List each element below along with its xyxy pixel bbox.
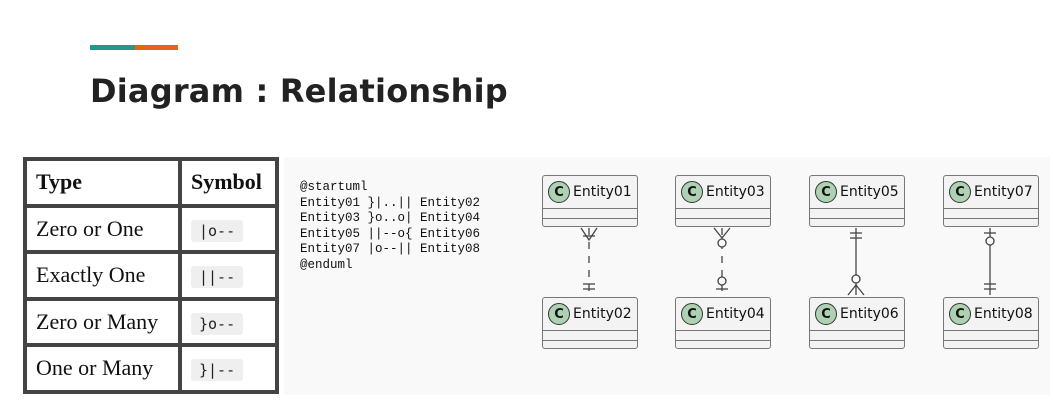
zero-circle-marker: [985, 236, 995, 246]
entity-name: Entity02: [573, 306, 632, 322]
class-c-icon: C: [681, 303, 703, 325]
entity-name: Entity07: [974, 184, 1033, 200]
entity-name: Entity08: [974, 306, 1033, 322]
class-c-icon: C: [548, 181, 570, 203]
plantuml-source: @startuml Entity01 }|..|| Entity02 Entit…: [300, 180, 480, 274]
page-title: Diagram : Relationship: [90, 72, 508, 110]
relationship-symbol-table: Type Symbol Zero or One |o-- Exactly One…: [23, 157, 279, 394]
crowfoot-many-marker: [847, 283, 865, 296]
table-row: Zero or One |o--: [25, 205, 277, 252]
type-cell: Zero or Many: [25, 298, 180, 345]
class-c-icon: C: [548, 303, 570, 325]
symbol-code: }o--: [191, 312, 244, 335]
code-line: Entity01 }|..|| Entity02: [300, 195, 481, 210]
relationship-entity03-entity04: [713, 227, 731, 295]
relationship-entity01-entity02: [580, 227, 598, 295]
relationship-entity05-entity06: [847, 228, 865, 296]
class-c-icon: C: [815, 181, 837, 203]
type-cell: One or Many: [25, 345, 180, 392]
code-line: Entity03 }o..o| Entity04: [300, 211, 481, 226]
class-c-icon: C: [949, 303, 971, 325]
symbol-cell: }o--: [180, 298, 277, 345]
table-row: Exactly One ||--: [25, 252, 277, 299]
relationship-links: [580, 227, 996, 296]
zero-circle-marker: [851, 274, 861, 284]
type-column-header: Type: [25, 159, 180, 206]
entity-name: Entity06: [840, 306, 899, 322]
crowfoot-many-marker: [713, 227, 731, 240]
code-line: @enduml: [300, 257, 353, 272]
type-cell: Zero or One: [25, 205, 180, 252]
code-line: @startuml: [300, 180, 368, 194]
class-c-icon: C: [949, 181, 971, 203]
table-row: Zero or Many }o--: [25, 298, 277, 345]
table-header-row: Type Symbol: [25, 159, 277, 206]
accent-orange-segment: [135, 45, 178, 50]
symbol-code: ||--: [191, 266, 244, 289]
symbol-code: }|--: [191, 359, 244, 382]
entity-name: Entity04: [706, 306, 765, 322]
zero-circle-marker: [717, 238, 727, 248]
entity-name: Entity01: [573, 184, 632, 200]
symbol-column-header: Symbol: [180, 159, 277, 206]
relationship-entity07-entity08: [984, 228, 996, 295]
crowfoot-many-marker: [580, 227, 598, 242]
symbol-cell: |o--: [180, 205, 277, 252]
accent-teal-segment: [90, 45, 135, 50]
class-c-icon: C: [815, 303, 837, 325]
code-line: Entity05 ||--o{ Entity06: [300, 226, 481, 241]
code-line: Entity07 |o--|| Entity08: [300, 242, 481, 257]
symbol-cell: }|--: [180, 345, 277, 392]
table-row: One or Many }|--: [25, 345, 277, 392]
entity-name: Entity05: [840, 184, 899, 200]
symbol-code: |o--: [191, 219, 244, 242]
type-cell: Exactly One: [25, 252, 180, 299]
uml-diagram-panel: @startuml Entity01 }|..|| Entity02 Entit…: [284, 157, 1050, 395]
entity-name: Entity03: [706, 184, 765, 200]
class-c-icon: C: [681, 181, 703, 203]
symbol-cell: ||--: [180, 252, 277, 299]
zero-circle-marker: [717, 276, 727, 286]
title-accent-bar: [90, 45, 178, 50]
